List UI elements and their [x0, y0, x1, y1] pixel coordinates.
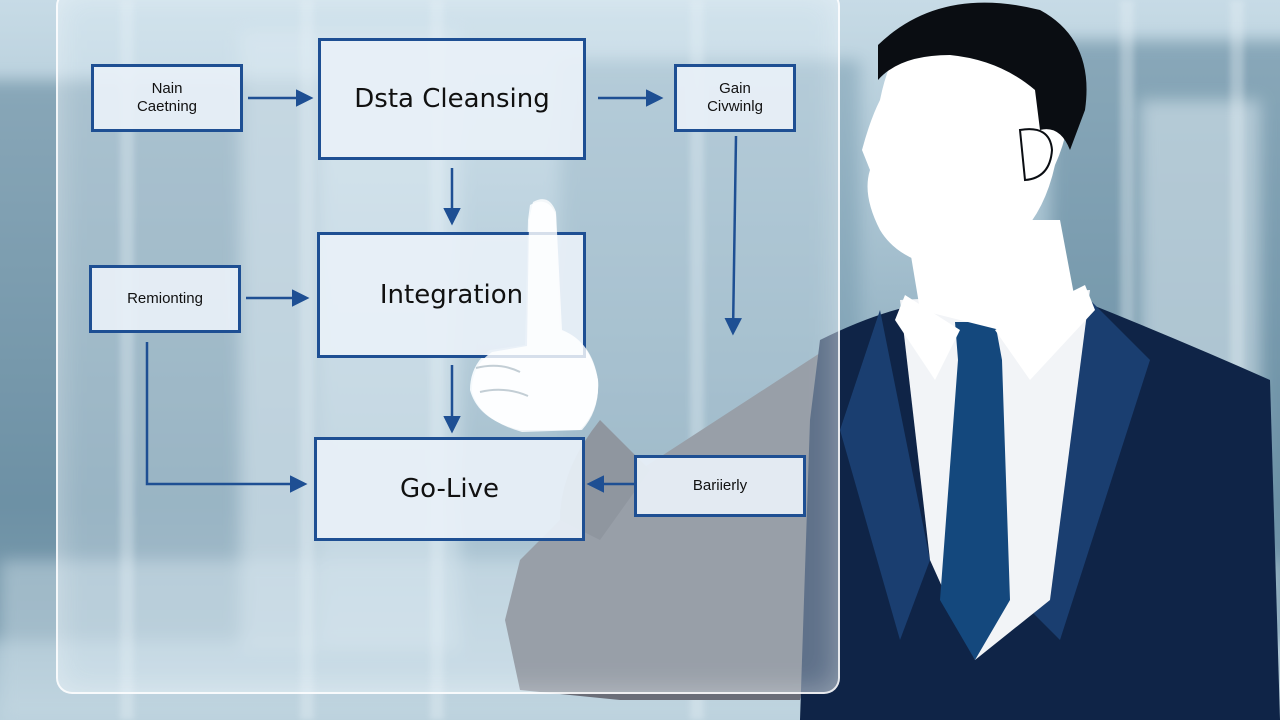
node-mid-left: Remionting — [89, 265, 241, 333]
node-top-right: Gain Civwinlg — [674, 64, 796, 132]
node-bottom-right: Bariierly — [634, 455, 806, 517]
node-go-live: Go-Live — [314, 437, 585, 541]
node-data-cleansing: Dsta Cleansing — [318, 38, 586, 160]
node-top-left: Nain Caetning — [91, 64, 243, 132]
node-integration: Integration — [317, 232, 586, 358]
